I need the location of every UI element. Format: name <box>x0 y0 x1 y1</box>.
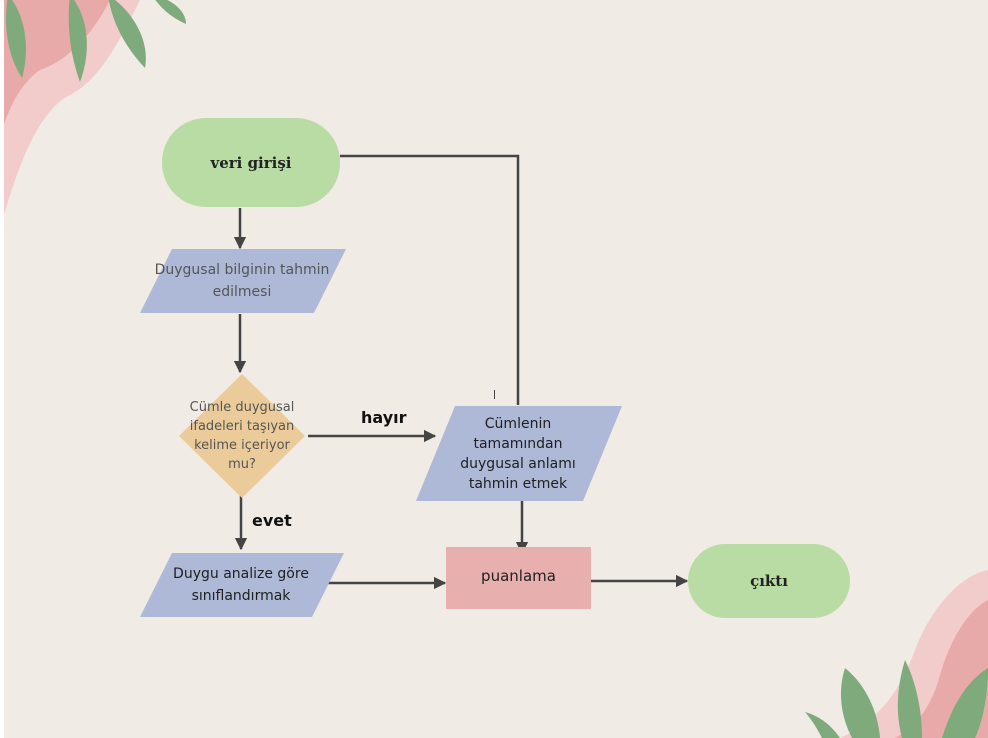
edge-label-no: hayır <box>361 408 407 427</box>
edge-label-yes: evet <box>252 511 292 530</box>
text-cursor-mark <box>494 390 495 399</box>
left-edge-strip <box>0 0 4 738</box>
leaf-shape <box>840 668 880 738</box>
whole-sentence-label: Cümlenin tamamından duygusal anlamı tahm… <box>460 416 576 492</box>
start-label: veri girişi <box>210 153 292 172</box>
leaf-shape <box>68 0 87 82</box>
leaf-shape <box>942 668 988 738</box>
decor-bottom-right <box>805 570 988 738</box>
leaf-shape <box>6 0 26 78</box>
decision-label: Cümle duygusal ifadeleri taşıyan kelime … <box>189 400 295 472</box>
leaf-shape <box>155 0 186 24</box>
leaf-shape <box>897 660 922 738</box>
classify-parallelogram-shape <box>140 553 344 617</box>
leaf-shape <box>108 0 146 68</box>
scoring-label: puanlama <box>481 567 556 585</box>
connectors <box>233 154 689 590</box>
predict-label: Duygusal bilginin tahmin edilmesi <box>154 262 330 300</box>
decision-diamond-shape <box>179 374 305 498</box>
start-terminal-shape <box>162 118 340 207</box>
predict-parallelogram-shape <box>140 249 346 313</box>
scoring-process-shape <box>446 547 591 609</box>
end-terminal-shape <box>688 544 850 618</box>
classify-label: Duygu analize göre sınıflandırmak <box>173 566 309 604</box>
whole-sentence-parallelogram-shape <box>416 406 622 501</box>
end-label: çıktı <box>750 572 788 590</box>
decor-top-left <box>4 0 186 215</box>
connector-whole-sentence-to-start <box>340 154 520 405</box>
leaf-shape <box>805 712 840 738</box>
